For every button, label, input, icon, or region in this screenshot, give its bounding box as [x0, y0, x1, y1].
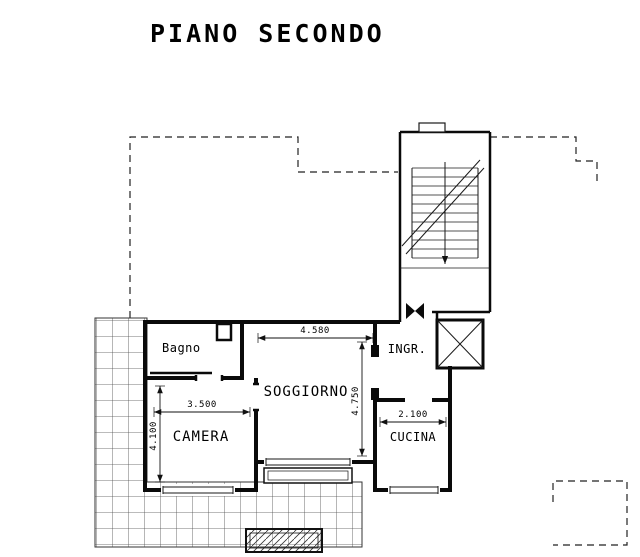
- dim-cucina-width: 2.100: [398, 410, 428, 420]
- door-jamb-top: [371, 345, 379, 357]
- stairwell: [398, 122, 492, 314]
- balcony-threshold: [263, 467, 353, 484]
- room-label-ingresso: INGR.: [388, 342, 427, 356]
- dashed-boundary-bottom-right: [552, 480, 628, 546]
- dim-soggiorno-width: 4.580: [300, 326, 330, 336]
- elevator-cross-2: [436, 319, 484, 369]
- dimension-lines: 4.580 4.750 3.500 4.100 2.100: [149, 326, 447, 483]
- room-label-bagno: Bagno: [162, 341, 201, 355]
- entry-door-symbol: [406, 303, 424, 319]
- balcony-threshold-inner: [267, 470, 349, 481]
- room-label-camera: CAMERA: [173, 429, 230, 445]
- room-label-soggiorno: SOGGIORNO: [264, 384, 349, 400]
- stairwell-chimney: [418, 122, 446, 133]
- dashed-boundary-top-right: [490, 136, 598, 184]
- page-title: PIANO SECONDO: [150, 19, 385, 48]
- dim-camera-width: 3.500: [187, 400, 217, 410]
- terrace-step: [245, 528, 323, 553]
- door-jamb-bottom: [371, 388, 379, 400]
- room-label-cucina: CUCINA: [390, 430, 437, 444]
- dashed-boundary-left: [129, 136, 398, 318]
- windows: [150, 303, 440, 496]
- dim-soggiorno-depth: 4.750: [351, 386, 361, 416]
- dim-camera-depth: 4.100: [149, 421, 159, 451]
- stair-break-line-2: [401, 159, 481, 247]
- bagno-duct: [215, 322, 233, 342]
- dashed-boundaries: [129, 136, 628, 546]
- room-labels: Bagno SOGGIORNO INGR. CAMERA CUCINA: [162, 341, 436, 445]
- elevator-shaft: [435, 318, 485, 370]
- terrace-step-inner: [249, 532, 319, 549]
